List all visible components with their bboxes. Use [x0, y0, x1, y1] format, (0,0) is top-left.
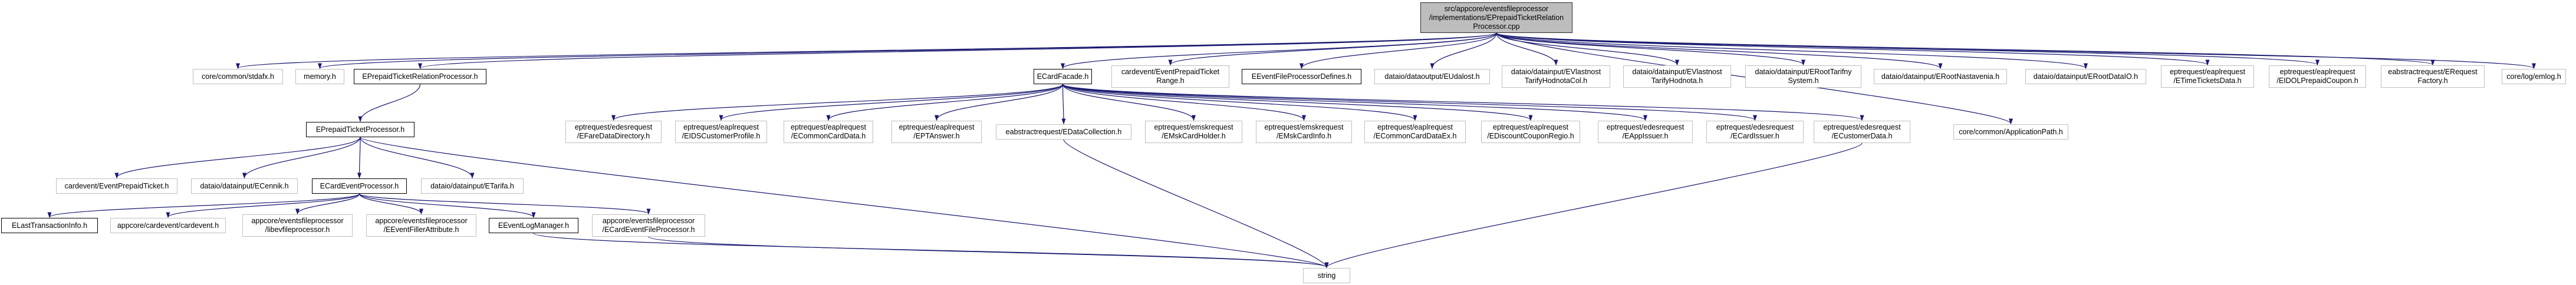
include-edge-ecardfacade-to-eidscustomerprofile — [719, 84, 1064, 121]
include-edge-ecardfacade-to-ediscountcouponregio — [1062, 84, 1533, 121]
graph-node-libevfileprocessor: appcore/eventsfileprocessor /libevfilepr… — [242, 214, 353, 237]
include-edge-eprepaidticketprocessor-to-etarifa — [360, 137, 475, 179]
graph-node-eeventfileprocessordefines[interactable]: EEventFileProcessorDefines.h — [1242, 69, 1361, 84]
graph-node-edatacollection: eabstractrequest/EDataCollection.h — [996, 124, 1131, 140]
graph-node-ecustomerdata: eptrequest/edesrequest /ECustomerData.h — [1814, 121, 1910, 143]
graph-node-string: string — [1303, 268, 1350, 283]
graph-node-ecennik: dataio/datainput/ECennik.h — [191, 178, 298, 194]
include-edge-edatacollection-to-string — [1063, 139, 1329, 269]
graph-node-erootnastavenia: dataio/datainput/ERootNastavenia.h — [1874, 69, 2007, 84]
include-edge-root-to-eroottarifnysystem — [1496, 32, 1805, 66]
include-edge-root-to-erootnastavenia — [1496, 32, 1943, 69]
include-edge-root-to-ecardfacade — [1061, 32, 1497, 69]
include-edge-root-to-memory — [318, 32, 1497, 69]
graph-node-eroottarifnysystem: dataio/datainput/ERootTarifny System.h — [1745, 65, 1861, 88]
include-edge-ecardeventprocessor-to-ecardeventfileprocessor — [358, 193, 651, 215]
include-edge-root-to-eeventfileprocessordefines — [1299, 32, 1497, 69]
graph-node-ecardeventfileprocessor: appcore/eventsfileprocessor /ECardEventF… — [592, 214, 705, 237]
graph-node-eidscustomerprofile: eptrequest/eaplrequest /EIDSCustomerProf… — [675, 121, 767, 143]
graph-node-ediscountcouponregio: eptrequest/eaplrequest /EDiscountCouponR… — [1481, 121, 1580, 143]
include-edge-root-to-eudalost — [1430, 32, 1497, 69]
include-edge-root-to-etimeticketsdata — [1496, 32, 2210, 66]
include-edge-eprepaidticketprocessor-to-ecardeventprocessor — [357, 137, 362, 179]
include-edge-root-to-eventprepaidticketrange — [1168, 32, 1497, 66]
include-edge-ecardfacade-to-eappissuer — [1062, 84, 1647, 121]
graph-node-cardevent: appcore/cardevent/cardevent.h — [110, 218, 226, 233]
include-edge-ecardeventprocessor-to-libevfileprocessor — [295, 193, 360, 215]
graph-node-ecardissuer: eptrequest/edesrequest /ECardIssuer.h — [1706, 121, 1804, 143]
graph-node-ecommoncarddataex: eptrequest/eaplrequest /ECommonCardDataE… — [1364, 121, 1466, 143]
graph-node-eptanswer: eptrequest/eaplrequest /EPTAnswer.h — [891, 121, 982, 143]
include-edge-root-to-eprepaidticketrelationprocessor_h — [418, 32, 1497, 69]
graph-node-eventprepaidticketrange: cardevent/EventPrepaidTicket Range.h — [1111, 65, 1229, 88]
include-edge-root-to-erequestfactory — [1496, 32, 2434, 66]
include-edge-ecustomerdata-to-string — [1324, 142, 1863, 269]
graph-node-emlog: core/log/emlog.h — [2502, 69, 2566, 84]
graph-node-erequestfactory: eabstractrequest/ERequest Factory.h — [2381, 65, 2485, 88]
graph-node-evlastnosttarifyhodnotacol: dataio/datainput/EVlastnost TarifyHodnot… — [1502, 65, 1610, 88]
include-edge-ecardfacade-to-ecommoncarddata — [826, 84, 1064, 121]
graph-node-ecommoncarddata: eptrequest/eaplrequest /ECommonCardData.… — [784, 121, 873, 143]
include-edge-root-to-stdafx — [236, 32, 1497, 69]
graph-node-elasttransactioninfo[interactable]: ELastTransactionInfo.h — [1, 218, 98, 233]
include-edge-eprepaidticketprocessor-to-ecennik — [242, 137, 361, 179]
graph-node-eudalost: dataio/dataoutput/EUdalost.h — [1374, 69, 1490, 84]
include-edge-root-to-emlog — [1496, 32, 2536, 69]
graph-node-stdafx: core/common/stdafx.h — [193, 69, 283, 84]
include-edge-ecardeventprocessor-to-eeventfillerattribute — [358, 193, 423, 215]
graph-node-etarifa: dataio/datainput/ETarifa.h — [421, 178, 524, 194]
graph-node-emskcardholder: eptrequest/emskrequest /EMskCardHolder.h — [1145, 121, 1242, 143]
graph-node-evlastnosttarifyhodnota: dataio/datainput/EVlastnost TarifyHodnot… — [1623, 65, 1731, 88]
include-edge-root-to-erootdataio — [1496, 32, 2088, 69]
graph-node-emskcardinfo: eptrequest/emskrequest /EMskCardInfo.h — [1256, 121, 1352, 143]
include-edge-eprepaidticketprocessor-to-eventprepaidticket — [114, 137, 361, 179]
graph-node-eappissuer: eptrequest/edesrequest /EAppIssuer.h — [1598, 121, 1693, 143]
include-edge-ecardeventfileprocessor-to-string — [648, 236, 1329, 269]
include-edge-ecardfacade-to-ecardissuer — [1062, 84, 1757, 121]
graph-node-erootdataio: dataio/datainput/ERootDataIO.h — [2025, 69, 2146, 84]
include-edge-ecardeventprocessor-to-cardevent — [166, 193, 360, 218]
include-edge-root-to-evlastnosttarifyhodnota — [1496, 32, 1679, 66]
graph-node-eventprepaidticket: cardevent/EventPrepaidTicket.h — [56, 178, 177, 194]
include-edge-ecardfacade-to-edatacollection — [1061, 84, 1066, 125]
include-edge-ecardfacade-to-eptanswer — [935, 84, 1064, 121]
graph-node-eidolprepaidcoupon: eptrequest/eaplrequest /EIDOLPrepaidCoup… — [2269, 65, 2366, 88]
graph-node-ecardeventprocessor[interactable]: ECardEventProcessor.h — [312, 178, 407, 194]
graph-node-eeventlogmanager[interactable]: EEventLogManager.h — [489, 218, 578, 233]
include-edge-ecardfacade-to-ecustomerdata — [1062, 84, 1864, 121]
include-edge-ecardfacade-to-emskcardinfo — [1062, 84, 1306, 121]
include-edge-root-to-evlastnosttarifyhodnotacol — [1496, 32, 1558, 66]
graph-node-ecardfacade[interactable]: ECardFacade.h — [1034, 69, 1092, 84]
graph-node-eeventfillerattribute: appcore/eventsfileprocessor /EEventFille… — [366, 214, 476, 237]
include-edge-ecardfacade-to-efaredatadirectory — [611, 84, 1064, 121]
include-edge-ecardfacade-to-emskcardholder — [1062, 84, 1196, 121]
include-edge-ecardeventprocessor-to-elasttransactioninfo — [47, 193, 360, 218]
graph-node-etimeticketsdata: eptrequest/eaplrequest /ETimeTicketsData… — [2161, 65, 2254, 88]
graph-node-memory: memory.h — [295, 69, 344, 84]
graph-node-eprepaidticketprocessor[interactable]: EPrepaidTicketProcessor.h — [306, 122, 414, 137]
graph-node-root: src/appcore/eventsfileprocessor /impleme… — [1420, 2, 1572, 33]
include-edge-ecardeventprocessor-to-eeventlogmanager — [358, 193, 536, 218]
graph-node-efaredatadirectory: eptrequest/edesrequest /EFareDataDirecto… — [565, 121, 662, 143]
graph-node-eprepaidticketrelationprocessor_h[interactable]: EPrepaidTicketRelationProcessor.h — [354, 69, 486, 84]
include-edge-eprepaidticketrelationprocessor_h-to-eprepaidticketprocessor — [358, 84, 421, 122]
include-edge-eprepaidticketprocessor-to-string — [360, 137, 1329, 269]
graph-node-applicationpath: core/common/ApplicationPath.h — [1953, 124, 2068, 140]
include-edge-ecardfacade-to-ecommoncarddataex — [1062, 84, 1417, 121]
